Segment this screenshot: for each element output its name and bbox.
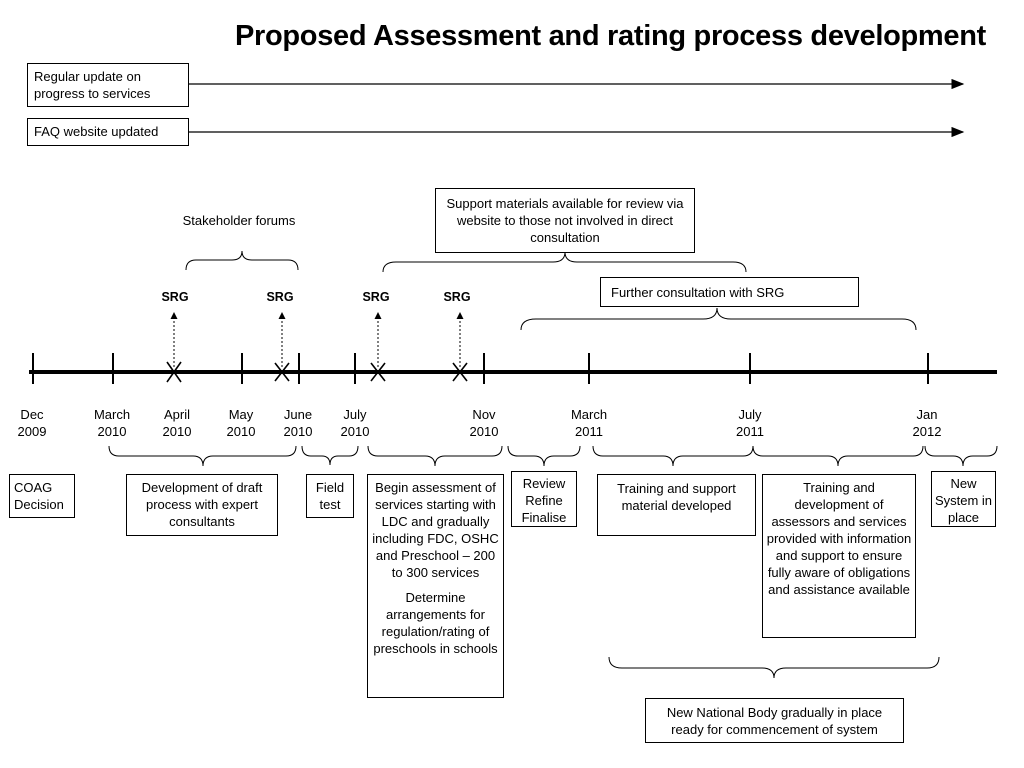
determine-arrangements-label: Determine arrangements for regulation/ra… <box>373 590 498 656</box>
begin-assessment-box: Begin assessment of services starting wi… <box>367 474 504 698</box>
new-system-brace <box>924 445 998 467</box>
support-materials-label: Support materials available for review v… <box>446 196 684 245</box>
new-system-box: New System in place <box>931 471 996 527</box>
new-system-label: New System in place <box>934 476 993 525</box>
training-support-brace <box>592 445 754 467</box>
coag-decision-box: COAG Decision <box>9 474 75 518</box>
srg-arrows <box>170 312 464 367</box>
field-test-label: Field test <box>315 480 345 512</box>
draft-process-box: Development of draft process with expert… <box>126 474 278 536</box>
national-body-brace <box>608 656 940 679</box>
field-test-box: Field test <box>306 474 354 518</box>
field-test-brace <box>301 445 359 466</box>
further-consultation-label: Further consultation with SRG <box>611 285 785 300</box>
srg-label: SRG <box>266 290 294 304</box>
begin-assessment-label: Begin assessment of services starting wi… <box>372 480 499 580</box>
training-support-label: Training and support material developed <box>617 481 736 513</box>
review-brace <box>507 445 581 467</box>
srg-label: SRG <box>362 290 390 304</box>
national-body-label: New National Body gradually in place rea… <box>666 705 883 737</box>
training-assessors-box: Training and development of assessors an… <box>762 474 916 638</box>
srg-meeting-marks <box>166 361 468 383</box>
further-consultation-box: Further consultation with SRG <box>600 277 859 307</box>
further-consultation-brace <box>520 307 917 331</box>
begin-assessment-brace <box>367 445 503 467</box>
faq-update-label: FAQ website updated <box>34 124 159 139</box>
draft-process-label: Development of draft process with expert… <box>141 480 263 529</box>
srg-label: SRG <box>161 290 189 304</box>
srg-label: SRG <box>443 290 471 304</box>
stakeholder-forums-label: Stakeholder forums <box>182 213 296 228</box>
timeline-ticks <box>32 353 929 384</box>
support-materials-box: Support materials available for review v… <box>435 188 695 253</box>
national-body-box: New National Body gradually in place rea… <box>645 698 904 743</box>
progress-update-label: Regular update on progress to services <box>34 69 151 101</box>
stakeholder-forums-brace <box>185 250 299 271</box>
training-assessors-label: Training and development of assessors an… <box>766 480 912 597</box>
coag-decision-label: COAG Decision <box>14 480 64 512</box>
review-finalise-label: Review Refine Finalise <box>521 476 567 525</box>
support-materials-brace <box>382 251 747 273</box>
training-support-box: Training and support material developed <box>597 474 756 536</box>
faq-update-box: FAQ website updated <box>27 118 189 146</box>
page-title: Proposed Assessment and rating process d… <box>234 20 986 52</box>
training-assessors-brace <box>752 445 924 467</box>
review-finalise-box: Review Refine Finalise <box>511 471 577 527</box>
draft-brace <box>108 445 297 467</box>
progress-update-box: Regular update on progress to services <box>27 63 189 107</box>
